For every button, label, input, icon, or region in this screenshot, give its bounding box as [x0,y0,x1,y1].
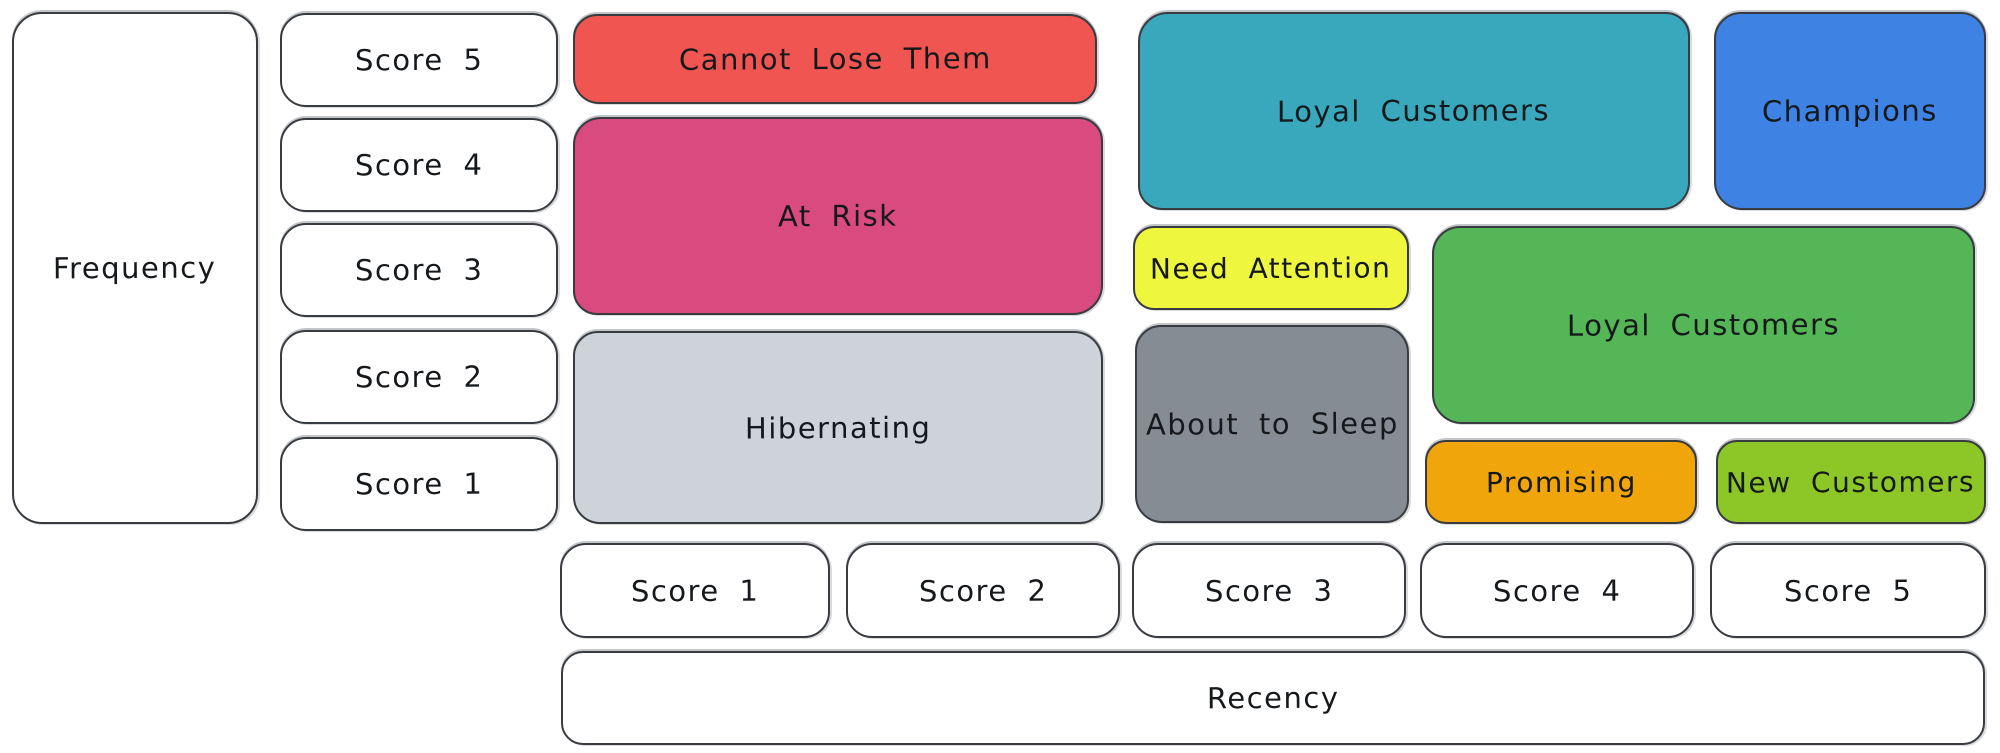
recency-score-4-label: Score 4 [1492,573,1622,608]
frequency-score-3-box: Score 3 [280,223,558,317]
segment-loyal-customers-teal-label: Loyal Customers [1277,93,1551,129]
frequency-score-3-label: Score 3 [354,252,484,288]
recency-score-5-label: Score 5 [1783,573,1913,608]
frequency-score-2-label: Score 2 [354,359,484,395]
frequency-score-2-box: Score 2 [280,330,558,424]
recency-score-5-box: Score 5 [1710,543,1986,638]
segment-need-attention-label: Need Attention [1150,250,1392,286]
frequency-score-4-box: Score 4 [280,118,558,212]
frequency-axis-box: Frequency [12,12,258,524]
recency-score-3-label: Score 3 [1204,573,1334,608]
frequency-score-5-box: Score 5 [280,13,558,107]
recency-score-2-label: Score 2 [918,573,1048,608]
segment-promising-label: Promising [1485,465,1637,499]
frequency-axis-label: Frequency [53,250,217,286]
segment-at-risk: At Risk [573,117,1103,315]
segment-cannot-lose-them-label: Cannot Lose Them [678,41,992,77]
recency-score-2-box: Score 2 [846,543,1120,638]
segment-need-attention: Need Attention [1133,226,1409,310]
frequency-score-4-label: Score 4 [354,147,484,183]
frequency-score-1-label: Score 1 [354,466,484,502]
segment-about-to-sleep-label: About to Sleep [1145,406,1399,442]
segment-new-customers-label: New Customers [1726,464,1976,500]
segment-champions-label: Champions [1761,93,1939,129]
segment-hibernating: Hibernating [573,331,1103,524]
segment-loyal-customers-green-label: Loyal Customers [1566,307,1841,343]
recency-axis-label: Recency [1206,680,1340,716]
segment-promising: Promising [1425,440,1697,524]
recency-score-1-box: Score 1 [560,543,830,638]
segment-champions: Champions [1714,12,1986,210]
recency-score-3-box: Score 3 [1132,543,1406,638]
segment-hibernating-label: Hibernating [744,410,932,445]
recency-axis-box: Recency [561,651,1985,745]
segment-cannot-lose-them: Cannot Lose Them [573,14,1097,104]
recency-score-4-box: Score 4 [1420,543,1694,638]
segment-new-customers: New Customers [1716,440,1986,524]
frequency-score-5-label: Score 5 [354,42,484,78]
segment-loyal-customers-green: Loyal Customers [1432,226,1975,424]
segment-at-risk-label: At Risk [778,198,898,234]
segment-about-to-sleep: About to Sleep [1135,325,1409,523]
recency-score-1-label: Score 1 [630,573,760,608]
segment-loyal-customers-teal: Loyal Customers [1138,12,1690,210]
frequency-score-1-box: Score 1 [280,437,558,531]
